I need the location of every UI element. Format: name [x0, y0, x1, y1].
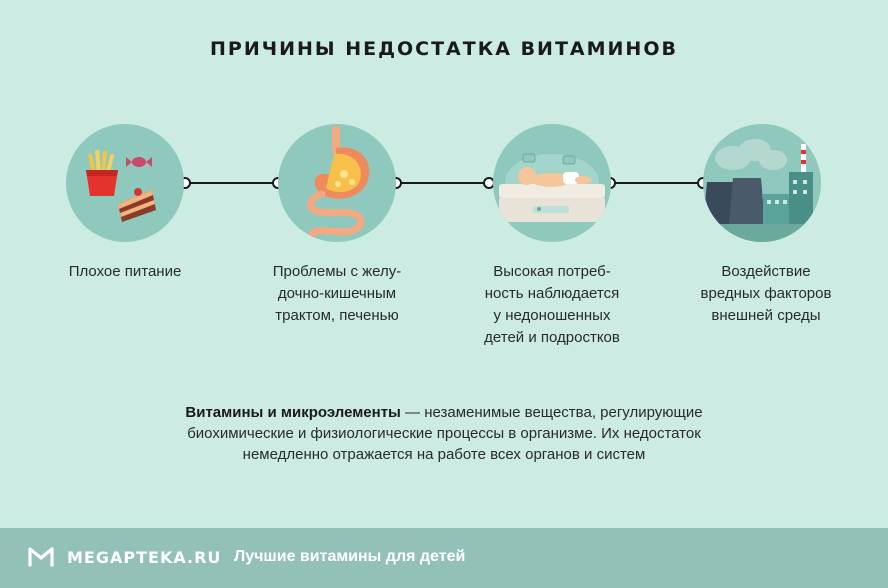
caption-line: у недоношенных — [493, 307, 611, 324]
description-line: Витамины и микроэлементы — незаменимые в… — [90, 402, 798, 423]
page-title: ПРИЧИНЫ НЕДОСТАТКА ВИТАМИНОВ — [210, 38, 678, 60]
footer-tagline: Лучшие витамины для детей — [234, 548, 466, 565]
caption-line: Проблемы с желу- — [272, 263, 402, 280]
caption-line: детей и подростков — [484, 329, 620, 346]
connector-line-2 — [397, 182, 489, 184]
factory-pollution-icon — [703, 139, 821, 242]
footer: MEGAPTEKA.RU Лучшие витамины для детей — [0, 528, 888, 588]
connector-line-3 — [611, 182, 703, 184]
junk-food-icon — [86, 149, 156, 222]
brand-name[interactable]: MEGAPTEKA.RU — [67, 548, 222, 567]
caption-line: внешней среды — [711, 307, 821, 324]
description: Витамины и микроэлементы — незаменимые в… — [90, 402, 798, 465]
incubator-baby-icon — [499, 153, 605, 222]
cause-caption-premature: Высокая потреб- ность наблюдается у недо… — [442, 261, 662, 349]
cause-circle-environment — [703, 124, 821, 242]
cause-caption-digestive: Проблемы с желу- дочно-кишечным трактом,… — [227, 261, 447, 327]
stomach-intestine-icon — [307, 126, 370, 238]
caption-line: ность наблюдается — [484, 285, 620, 302]
megapteka-logo-icon — [28, 545, 54, 572]
cause-caption-poor-nutrition: Плохое питание — [15, 261, 235, 283]
caption-line: дочно-кишечным — [277, 285, 397, 302]
caption-line: трактом, печенью — [275, 307, 399, 324]
cause-circle-poor-nutrition — [66, 124, 184, 242]
connector-line-1 — [186, 182, 278, 184]
cause-circle-premature — [493, 124, 611, 242]
cause-circle-digestive — [278, 124, 396, 242]
description-bold: Витамины и микроэлементы — [185, 404, 401, 421]
caption-line: вредных факторов — [700, 285, 832, 302]
description-line: немедленно отражается на работе всех орг… — [242, 446, 646, 463]
description-rest: — незаменимые вещества, регулирующие — [400, 404, 703, 421]
caption-line: Высокая потреб- — [493, 263, 611, 280]
caption-line: Плохое питание — [68, 263, 182, 280]
caption-line: Воздействие — [721, 263, 811, 280]
description-line: биохимические и физиологические процессы… — [187, 425, 701, 442]
cause-caption-environment: Воздействие вредных факторов внешней сре… — [656, 261, 876, 327]
